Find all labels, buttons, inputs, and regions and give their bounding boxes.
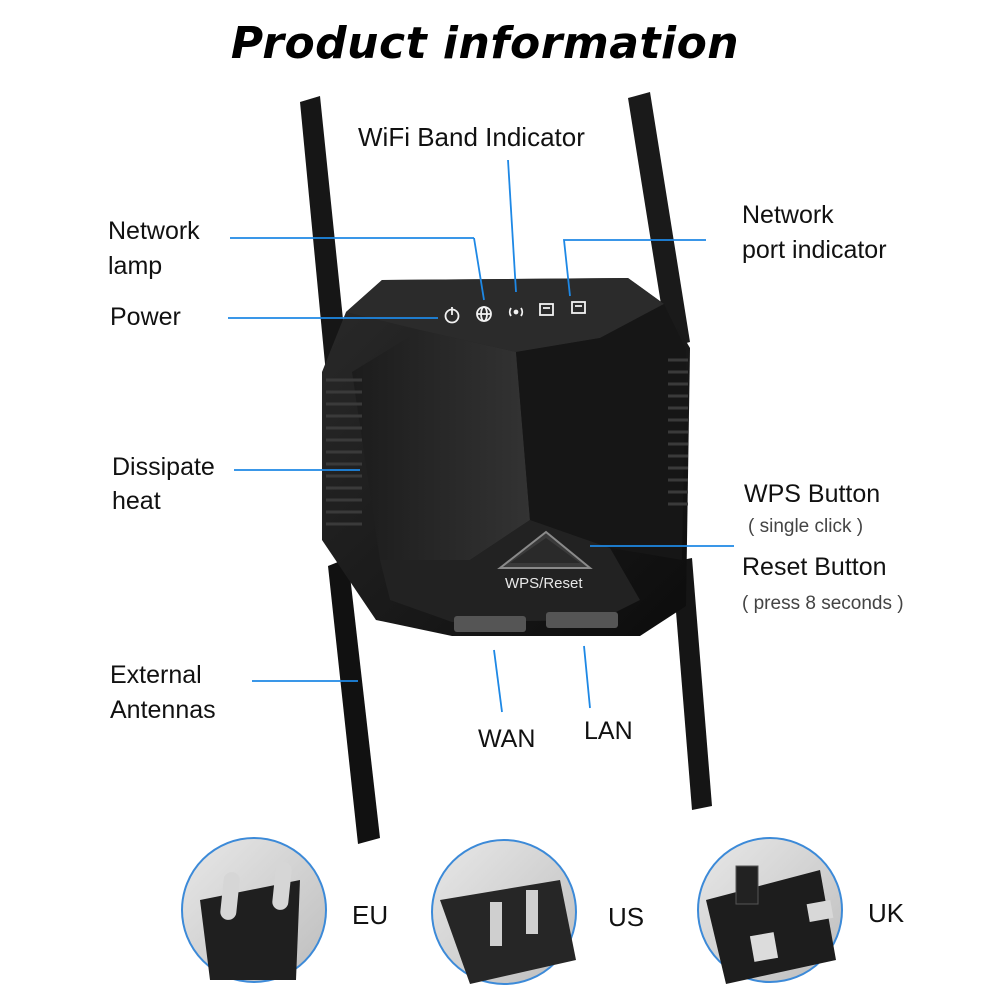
antenna-bottom-left — [328, 558, 380, 844]
label-network-lamp-line1: Network — [108, 217, 200, 245]
antenna-top-right — [628, 92, 690, 348]
label-dissipate-heat-line2: heat — [112, 487, 161, 515]
antenna-bottom-right — [672, 558, 712, 810]
callout-network-port — [562, 239, 706, 297]
label-reset-button-note: ( press 8 seconds ) — [742, 593, 904, 614]
label-dissipate-heat-line1: Dissipate — [112, 453, 215, 481]
eu-plug-illustration — [181, 837, 327, 983]
label-network-port-indicator-line2: port indicator — [742, 236, 887, 264]
wifi-band-icon — [508, 307, 524, 317]
heat-vents-left — [326, 378, 362, 526]
heat-vents-right — [668, 358, 688, 506]
plug-label-eu: EU — [352, 900, 389, 930]
globe-icon — [476, 306, 492, 322]
label-wan: WAN — [478, 725, 536, 753]
us-plug-illustration — [431, 839, 577, 985]
lan-port-icon-1 — [539, 303, 554, 316]
label-network-lamp-line2: lamp — [108, 252, 163, 280]
plug-label-us: US — [608, 902, 645, 932]
plug-label-uk: UK — [868, 898, 905, 928]
wps-reset-button-label: WPS/Reset — [505, 575, 583, 592]
label-wps-button-note: ( single click ) — [748, 516, 864, 537]
antenna-top-left — [300, 96, 348, 374]
uk-plug-illustration — [697, 837, 843, 984]
page-title: Product information — [230, 18, 740, 69]
callout-wifi-band — [507, 159, 517, 293]
label-wifi-band-indicator: WiFi Band Indicator — [358, 122, 585, 152]
lan-port-icon-2 — [571, 301, 586, 314]
label-power: Power — [110, 303, 181, 331]
power-icon — [444, 307, 460, 324]
lan-port — [546, 612, 618, 628]
label-network-port-indicator-line1: Network — [742, 201, 834, 229]
label-lan: LAN — [584, 717, 633, 745]
wan-port — [454, 616, 526, 632]
label-wps-button: WPS Button — [744, 480, 881, 508]
callout-lan — [583, 645, 591, 709]
label-external-antennas-line2: Antennas — [110, 696, 216, 724]
label-external-antennas-line1: External — [110, 661, 202, 689]
callout-wan — [493, 649, 503, 713]
label-reset-button: Reset Button — [742, 553, 887, 581]
